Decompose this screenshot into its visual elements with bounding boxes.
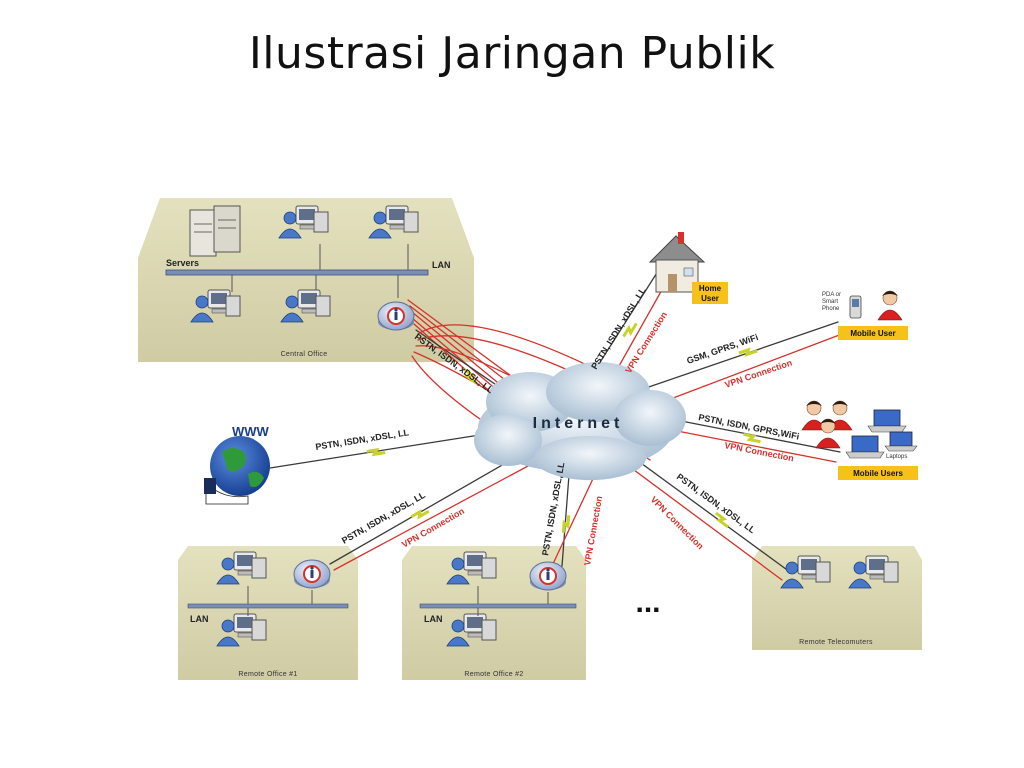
svg-text:Mobile Users: Mobile Users xyxy=(853,469,903,478)
remote-office-1-label: Remote Office #1 xyxy=(238,671,297,678)
central-lan-label: LAN xyxy=(432,260,451,270)
www-label: WWW xyxy=(232,424,270,439)
mobile-users-vpn-label: VPN Connection xyxy=(724,440,795,463)
mobile-users-tag: Mobile Users xyxy=(838,466,918,480)
svg-text:Mobile User: Mobile User xyxy=(850,329,895,338)
laptop-icon xyxy=(867,409,907,433)
server-icon xyxy=(189,205,241,257)
mobile-user-person-icon xyxy=(877,290,903,321)
svg-text:Smart: Smart xyxy=(822,299,838,305)
svg-text:Home: Home xyxy=(699,284,722,293)
phone-icon xyxy=(849,295,862,319)
laptop-icon xyxy=(884,431,918,452)
office2-vpn-label: VPN Connection xyxy=(582,495,604,566)
remote-office-2-label: Remote Office #2 xyxy=(464,671,523,678)
office2-link-label: PSTN, ISDN, xDSL, LL xyxy=(540,461,566,556)
svg-text:PDA or: PDA or xyxy=(822,292,841,298)
servers-label: Servers xyxy=(166,258,199,268)
central-office-label: Central Office xyxy=(281,351,328,358)
mobile-user-vpn-label: VPN Connection xyxy=(723,357,793,389)
mobile-user-tag: Mobile User xyxy=(838,326,908,340)
vpn-router-icon xyxy=(293,559,331,589)
telecom-vpn-label: VPN Connection xyxy=(649,494,706,551)
remote-telecommuters-label: Remote Telecomuters xyxy=(799,639,873,646)
office1-lan-label: LAN xyxy=(190,614,209,624)
internet-cloud: Internet xyxy=(474,362,686,480)
svg-text:Phone: Phone xyxy=(822,306,840,312)
office1-lan-bus xyxy=(187,586,349,616)
globe-icon xyxy=(204,436,270,505)
home-vpn-label: VPN Connection xyxy=(623,310,669,375)
laptops-label: Laptops xyxy=(886,454,907,460)
remote-office-1-panel xyxy=(178,546,358,680)
svg-text:User: User xyxy=(701,294,719,303)
office1-vpn-label: VPN Connection xyxy=(400,506,466,550)
more-offices-ellipsis: ... xyxy=(635,586,660,619)
vpn-router-icon xyxy=(529,561,567,591)
office2-lan-label: LAN xyxy=(424,614,443,624)
vpn-router-icon xyxy=(377,301,415,331)
internet-label: Internet xyxy=(533,415,624,432)
central-lan-bus xyxy=(165,244,429,298)
office2-lan-bus xyxy=(419,586,577,616)
home-user-tag: Home User xyxy=(692,282,728,304)
page-title: Ilustrasi Jaringan Publik xyxy=(248,28,776,79)
laptop-icon xyxy=(845,435,885,459)
house-icon xyxy=(648,232,706,293)
